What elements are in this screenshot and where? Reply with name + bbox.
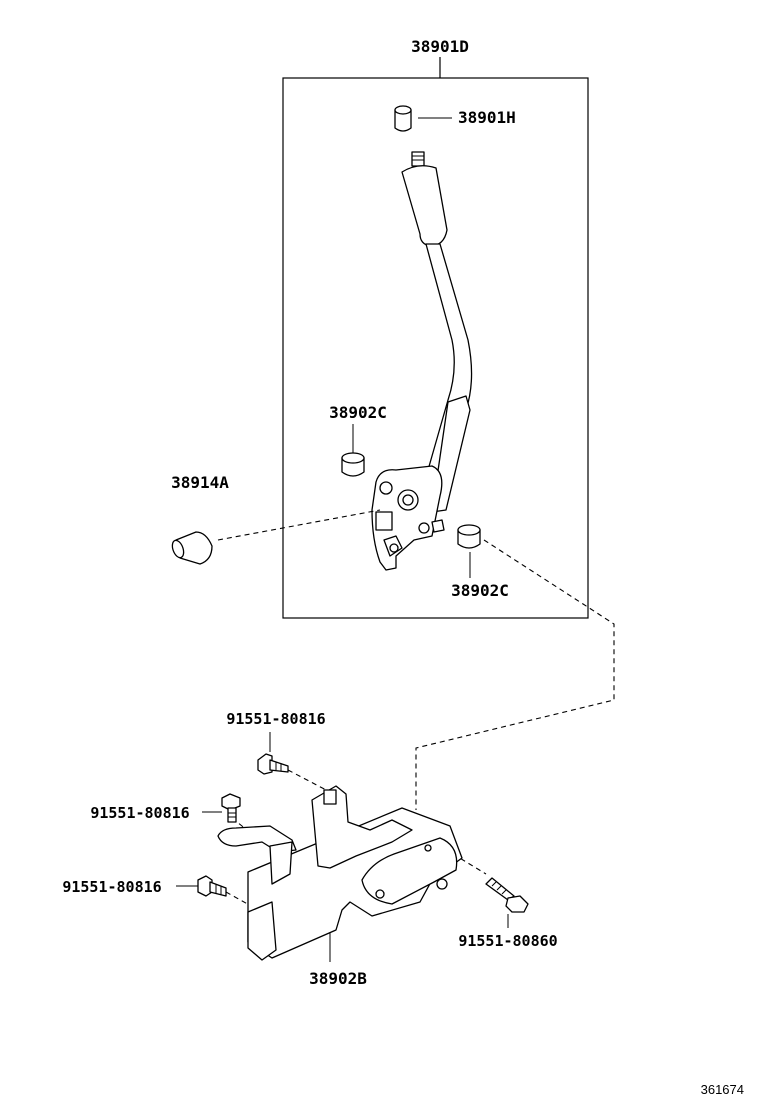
label-bolt-top: 91551-80816: [226, 710, 325, 728]
label-38901H: 38901H: [458, 108, 516, 127]
assembly-box: [282, 77, 589, 619]
bolt-left-part: 91551-80816: [90, 793, 241, 823]
bracket-part: 38902B: [217, 785, 463, 988]
label-38902B: 38902B: [309, 969, 367, 988]
bolt-lower-left-part: 91551-80816: [62, 875, 227, 897]
assembly-group: 38901D: [282, 37, 589, 619]
label-38902C-lower: 38902C: [451, 581, 509, 600]
lever-part: [371, 151, 473, 571]
bushing-lower-part: 38902C: [451, 524, 509, 600]
label-bolt-long: 91551-80860: [458, 932, 557, 950]
label-38914A: 38914A: [171, 473, 229, 492]
bolt-long-part: 91551-80860: [458, 877, 558, 950]
bushing-upper-part: 38902C: [329, 403, 387, 477]
label-bolt-lower-left: 91551-80816: [62, 878, 161, 896]
label-38902C-upper: 38902C: [329, 403, 387, 422]
bolt-top-part: 91551-80816: [226, 710, 326, 775]
label-38901D: 38901D: [411, 37, 469, 56]
reference-number: 361674: [701, 1082, 744, 1097]
knob-part: 38901H: [394, 105, 516, 132]
pin-part: 38914A: [171, 473, 229, 565]
label-bolt-left: 91551-80816: [90, 804, 189, 822]
